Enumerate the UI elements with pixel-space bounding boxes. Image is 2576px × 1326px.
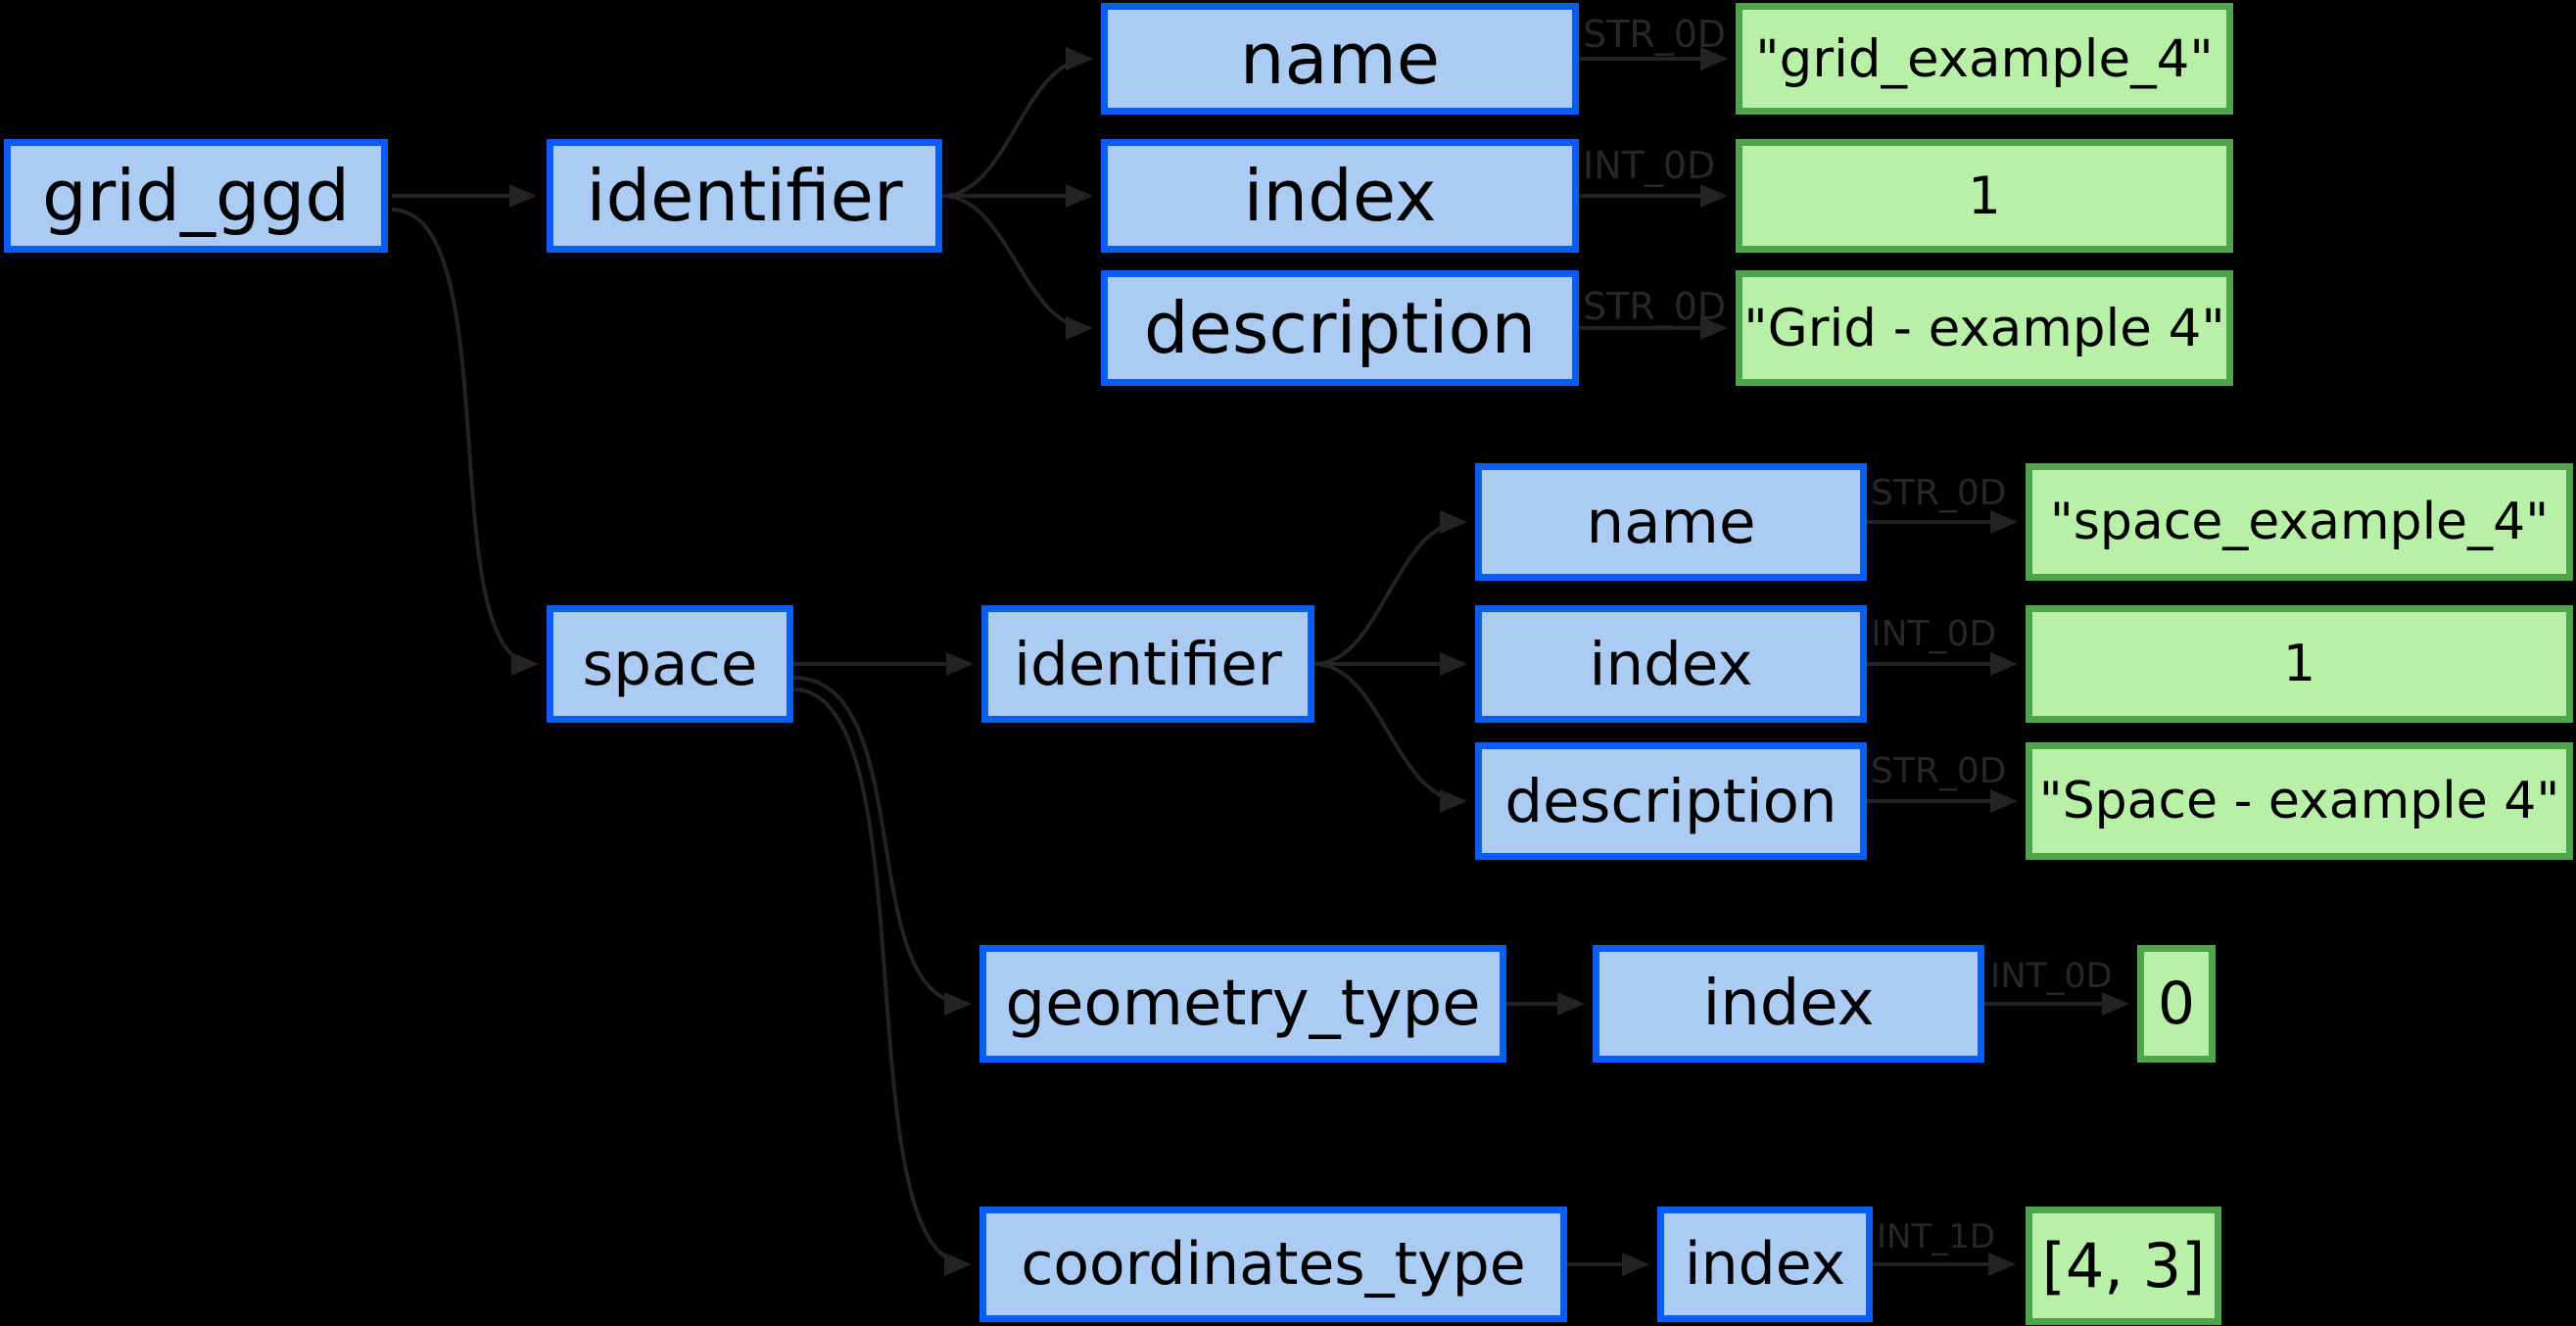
dtype-label-coordinates-index: INT_1D	[1877, 1217, 1996, 1256]
value-coordinates-index: [4, 3]	[2026, 1207, 2221, 1325]
node-space-identifier-description: description	[1475, 742, 1867, 860]
dtype-label-grid-name: STR_0D	[1583, 13, 1727, 56]
value-space-description: "Space - example 4"	[2026, 742, 2573, 860]
value-space-index: 1	[2026, 605, 2573, 723]
node-space-identifier-name: name	[1475, 463, 1867, 581]
node-space-identifier-index: index	[1475, 605, 1867, 723]
value-grid-index: 1	[1736, 139, 2233, 253]
node-grid-identifier-name: name	[1101, 3, 1579, 115]
edge-identifier2-description	[1313, 662, 1467, 813]
node-grid-identifier: identifier	[547, 139, 942, 253]
edge-identifier2-name	[1313, 510, 1467, 666]
value-space-name: "space_example_4"	[2026, 463, 2573, 581]
edge-identifier1-description	[941, 194, 1093, 340]
dtype-label-grid-index: INT_0D	[1583, 144, 1716, 187]
dtype-label-geometry-index: INT_0D	[1990, 957, 2113, 996]
node-coordinates-type: coordinates_type	[979, 1207, 1567, 1322]
node-space-identifier: identifier	[981, 605, 1314, 723]
node-geometry-type: geometry_type	[979, 945, 1506, 1063]
dtype-label-space-index: INT_0D	[1871, 614, 1997, 654]
node-geometry-type-index: index	[1593, 945, 1984, 1063]
value-geometry-index: 0	[2137, 945, 2216, 1063]
node-grid-ggd: grid_ggd	[4, 139, 388, 253]
edge-gridggd-space	[391, 208, 539, 676]
node-grid-identifier-index: index	[1101, 139, 1579, 253]
edge-space-coordinatestype	[792, 687, 972, 1276]
dtype-label-space-name: STR_0D	[1871, 473, 2007, 513]
node-grid-identifier-description: description	[1101, 270, 1579, 386]
dtype-label-space-description: STR_0D	[1871, 751, 2007, 791]
node-space: space	[547, 605, 793, 723]
edge-identifier1-name	[941, 47, 1093, 198]
value-grid-description: "Grid - example 4"	[1736, 270, 2233, 386]
value-grid-name: "grid_example_4"	[1736, 3, 2233, 115]
dtype-label-grid-description: STR_0D	[1583, 285, 1727, 328]
edge-space-geometrytype	[792, 676, 972, 1016]
node-coordinates-type-index: index	[1657, 1207, 1873, 1322]
